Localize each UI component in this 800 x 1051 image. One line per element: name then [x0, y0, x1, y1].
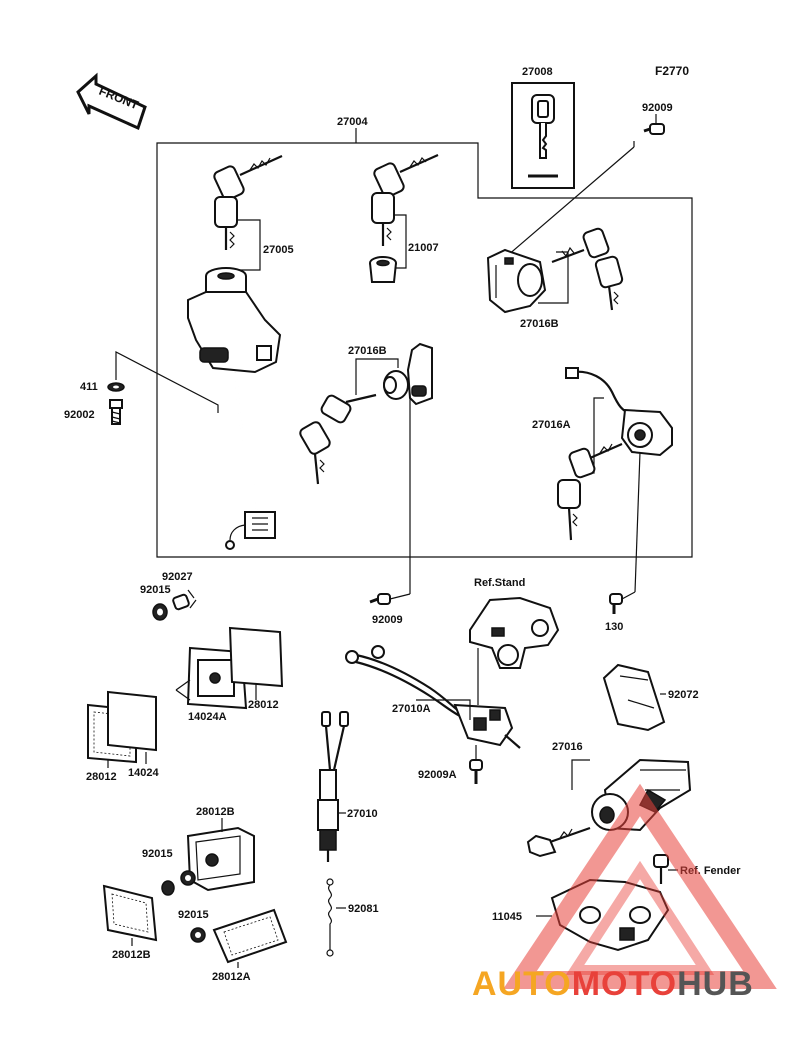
key-27016 — [526, 826, 591, 858]
watermark-part-hub: HUB — [677, 965, 754, 1003]
label-ref-stand: Ref.Stand — [474, 577, 525, 589]
bolt-92002 — [109, 399, 123, 425]
label-130: 130 — [605, 621, 623, 633]
set-bracket-27004 — [156, 142, 693, 558]
grommet-92015-mid-b — [180, 870, 196, 886]
label-28012B-top: 28012B — [196, 806, 235, 818]
reflector-28012B-left — [102, 884, 158, 942]
watermark-logo: AUTOMOTOHUB — [472, 783, 777, 1003]
strap-92072 — [602, 663, 666, 732]
reflector-28012A — [212, 908, 288, 964]
ignition-switch — [187, 267, 282, 550]
label-27008: 27008 — [522, 66, 553, 78]
label-411: 411 — [80, 381, 98, 393]
switch-27010 — [317, 711, 349, 862]
grommet-92015-mid-a — [161, 880, 175, 896]
key-card-27008 — [511, 82, 575, 189]
label-28012-top: 28012 — [248, 699, 279, 711]
key-27016A-a — [568, 442, 623, 479]
key-21007-a — [373, 153, 439, 198]
label-28012-left: 28012 — [86, 771, 117, 783]
helmet-lock-27016A — [565, 367, 673, 457]
key-27005-a — [213, 154, 283, 201]
label-92072: 92072 — [668, 689, 699, 701]
svg-text:AUTOMOTOHUB: AUTOMOTOHUB — [472, 965, 754, 1003]
label-28012B-left: 28012B — [112, 949, 151, 961]
side-stand-switch-27010A — [345, 645, 521, 749]
label-92015-mid: 92015 — [142, 848, 173, 860]
label-27010: 27010 — [347, 808, 378, 820]
label-27005: 27005 — [263, 244, 294, 256]
key-27016B-mid-a — [320, 393, 377, 424]
label-21007: 21007 — [408, 242, 439, 254]
key-27016B-mid-b — [299, 421, 331, 485]
key-27005-b — [214, 196, 238, 250]
key-27016B-upper-b — [594, 255, 624, 311]
front-arrow-icon: FRONT — [76, 72, 147, 131]
watermark-part-moto: MOTO — [572, 965, 677, 1003]
label-92015-top: 92015 — [140, 584, 171, 596]
grommet-92015-low — [190, 927, 206, 943]
screw-92009A — [469, 759, 483, 784]
screw-92009-mid — [369, 593, 391, 605]
label-11045: 11045 — [492, 911, 522, 923]
collar-92027 — [172, 593, 190, 611]
spring-92081 — [326, 878, 334, 957]
label-92015-low: 92015 — [178, 909, 209, 921]
label-92002: 92002 — [64, 409, 95, 421]
label-27004: 27004 — [337, 116, 368, 128]
figure-code: F2770 — [655, 64, 689, 78]
grommet-92015-top — [152, 603, 168, 621]
stand-bracket — [469, 596, 560, 669]
label-92027: 92027 — [162, 571, 193, 583]
label-28012A: 28012A — [212, 971, 251, 983]
helmet-lock-27016B-upper — [486, 248, 547, 314]
washer-411 — [107, 382, 125, 392]
reflector-28012B-top — [186, 826, 255, 892]
screw-92009-top — [643, 123, 665, 135]
label-14024: 14024 — [128, 767, 159, 779]
helmet-lock-27016B-mid — [383, 342, 433, 406]
lamp-base-14024 — [107, 690, 157, 752]
label-27016B-mid: 27016B — [348, 345, 387, 357]
label-92081: 92081 — [348, 903, 379, 915]
label-92009-mid: 92009 — [372, 614, 403, 626]
lens-28012-top — [228, 626, 284, 688]
label-92009-top: 92009 — [642, 102, 673, 114]
lock-cap-21007 — [369, 256, 397, 283]
bolt-ref-fender — [653, 854, 669, 884]
key-21007-b — [371, 192, 395, 246]
bolt-130 — [609, 593, 623, 614]
label-27010A: 27010A — [392, 703, 431, 715]
label-27016A: 27016A — [532, 419, 571, 431]
watermark-part-auto: AUTO — [472, 965, 572, 1003]
label-92009A: 92009A — [418, 769, 457, 781]
label-14024A: 14024A — [188, 711, 227, 723]
key-27016B-upper-a — [551, 227, 610, 264]
key-27016A-b — [557, 479, 581, 541]
label-27016B-upper: 27016B — [520, 318, 559, 330]
label-27016: 27016 — [552, 741, 583, 753]
